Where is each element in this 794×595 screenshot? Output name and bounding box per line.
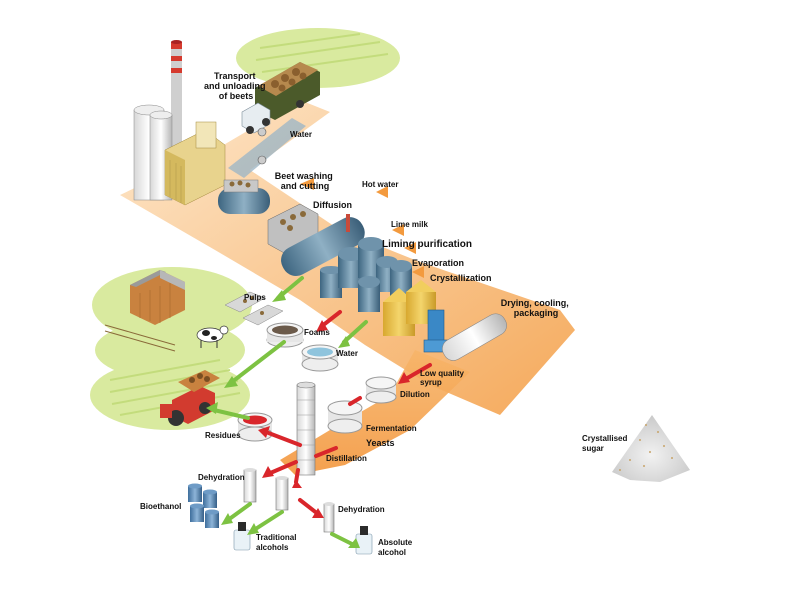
label-water-in: Water [290,130,312,139]
water-basin [301,344,339,372]
diffusion-tank [281,214,365,276]
dehydration-column-3 [323,502,335,533]
label-pulps: Pulps [244,293,266,302]
factory-chimney [171,40,182,197]
orange-input-arrows [300,178,424,278]
fermentation-basin [327,400,363,434]
label-low-quality: Low quality syrup [420,369,466,387]
label-dehydration-1: Dehydration [198,473,245,482]
label-sugar: Crystallised sugar [582,434,630,453]
sugar-pile [612,415,690,482]
label-drying: Drying, cooling, packaging [501,298,572,318]
tractor [160,370,220,426]
distillation-column [296,381,316,476]
label-dilution: Dilution [400,390,430,399]
liming-tanks [320,237,412,312]
red-arrows [264,310,432,516]
cow [196,325,229,348]
lower-flow [280,350,470,475]
labels: Transport and unloading of beets Water B… [140,71,630,557]
crystallization-silos [383,280,451,353]
green-arrows [212,276,368,546]
water-channel [228,118,306,178]
label-transport: Transport and unloading of beets [204,71,268,101]
dilution-basin [365,376,397,404]
label-distillation: Distillation [326,454,367,463]
dehydration-column-2 [275,476,289,511]
fence [104,324,176,352]
label-absolute: Absolute alcohol [378,538,414,557]
label-foams: Foams [304,328,330,337]
washing-drum [218,179,270,214]
bioethanol-drums [188,483,219,528]
traditional-alcohol-bottle [233,522,251,551]
barn [130,270,185,325]
label-bioethanol: Bioethanol [140,502,181,511]
label-hot-water: Hot water [362,180,398,189]
label-evaporation: Evaporation [412,258,464,268]
label-water-out: Water [336,349,358,358]
absolute-alcohol-bottle [355,526,373,555]
label-dehydration-2: Dehydration [338,505,385,514]
green-arrowheads [206,290,360,548]
drying-cylinder [442,313,507,361]
label-fermentation: Fermentation [366,424,417,433]
label-residues: Residues [205,431,241,440]
foams-basin [266,322,304,348]
dehydration-column-1 [243,468,257,503]
label-diffusion: Diffusion [313,200,352,210]
label-lime-milk: Lime milk [391,220,428,229]
field-top [236,28,400,88]
label-washing: Beet washing and cutting [275,171,336,191]
red-arrowheads [258,320,410,518]
pulps-conveyor [224,291,284,326]
label-yeasts: Yeasts [366,438,395,448]
beet-truck [241,62,320,134]
factory-building [164,121,226,206]
label-crystallization: Crystallization [430,273,492,283]
label-liming: Liming purification [382,239,472,250]
label-traditional: Traditional alcohols [256,533,299,552]
valve-icon [257,127,267,165]
